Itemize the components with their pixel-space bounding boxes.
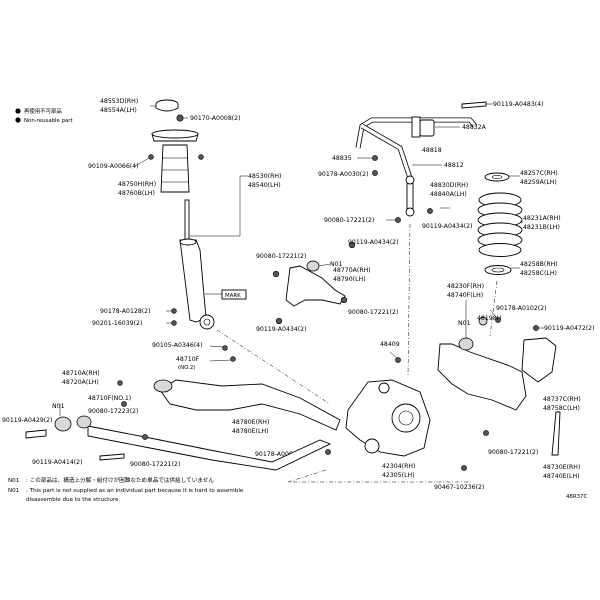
label-90119-right: 90119-A0472(2) [544, 325, 595, 332]
label-90467: 90467-10236(2) [434, 484, 484, 491]
shock-absorber-group [148, 99, 248, 330]
label-N01-a: N01 [330, 261, 343, 268]
label-48790: 48790(LH) [333, 276, 366, 283]
label-48530: 48530(RH) [248, 173, 281, 180]
label-90119-b: 90119-A0434(2) [348, 239, 399, 246]
stabilizer-bar-group [355, 101, 493, 223]
legend-en: Non-reusable part [24, 118, 73, 124]
label-48818: 48818 [422, 147, 442, 154]
label-mark: MARK [225, 293, 241, 299]
label-48760B: 48760B(LH) [118, 190, 155, 197]
note-jp-code: N01 [8, 478, 20, 484]
label-48540: 48540(LH) [248, 182, 281, 189]
label-48740F: 48740F(LH) [447, 292, 483, 299]
carrier-group [325, 351, 431, 457]
label-no2: (NO.2) [178, 365, 195, 371]
label-90178-right: 90178-A0102(2) [496, 305, 547, 312]
figure-code: 48R37C [566, 494, 587, 500]
label-42305: 42305(LH) [382, 472, 415, 479]
label-90080-c: 90080-17221(2) [348, 309, 398, 316]
label-48730E: 48730E(RH) [543, 464, 580, 471]
label-90178-left: 90178-A0128(2) [100, 308, 151, 315]
coil-spring-group [477, 172, 523, 275]
label-90080-mid1: 90080-17221(2) [324, 217, 374, 224]
label-48830D: 48830D(RH) [430, 182, 468, 189]
label-90119-mid: 90119-A0434(2) [422, 223, 473, 230]
label-48198H: 48198H [477, 315, 502, 322]
legend: 再使用不可部品 Non-reusable part [15, 107, 73, 124]
label-90119-top: 90119-A0483(4) [493, 101, 544, 108]
label-48258B: 48258B(RH) [520, 261, 558, 268]
label-48231A: 48231A(RH) [523, 215, 561, 222]
label-48710F-b: 48710F(NO.1) [88, 395, 131, 402]
label-90201: 90201-16039(2) [92, 320, 142, 327]
label-90178-mid: 90178-A0030(2) [318, 171, 369, 178]
label-48758C: 48758C(LH) [543, 405, 580, 412]
label-N01-b: N01 [458, 320, 471, 327]
label-48737C: 48737C(RH) [543, 396, 581, 403]
label-48259A: 48259A(LH) [520, 179, 557, 186]
label-48812: 48812 [444, 162, 464, 169]
label-48780E: 48780E(RH) [232, 419, 269, 426]
label-90080-b: 90080-17221(2) [256, 253, 306, 260]
note-jp-text: : この部品は、構造上分解・組付けが困難なため単品では供給していません [26, 476, 214, 484]
note-en-text: : This part is not supplied as an indivi… [26, 488, 244, 494]
label-90178-low: 90178-A0060(2) [255, 451, 306, 458]
label-90080-low: 90080-17221(2) [130, 461, 180, 468]
label-48740E: 48740E(LH) [543, 473, 580, 480]
label-42304: 42304(RH) [382, 463, 415, 470]
notes: N01 : この部品は、構造上分解・組付けが困難なため単品では供給していません … [8, 476, 587, 503]
label-90105: 90105-A0346(4) [152, 342, 203, 349]
label-90119-c: 90119-A0434(2) [256, 326, 307, 333]
note-en-code: N01 [8, 488, 20, 494]
label-48770A: 48770A(RH) [333, 267, 371, 274]
label-48553D: 48553D(RH) [100, 98, 138, 105]
label-48720A: 48720A(LH) [62, 379, 99, 386]
label-90119-left: 90119-A0429(2) [2, 417, 53, 424]
label-48832A: 48832A [462, 124, 487, 131]
label-90170: 90170-A0008(2) [190, 115, 241, 122]
label-48835: 48835 [332, 155, 352, 162]
label-N01-c: N01 [52, 403, 65, 410]
label-48710F-a: 48710F [176, 356, 200, 363]
label-90080-e: 90080-17221(2) [488, 449, 538, 456]
label-48258C: 48258C(LH) [520, 270, 557, 277]
label-48750H: 48750H(RH) [118, 181, 156, 188]
reference-lines [216, 223, 498, 483]
label-48780E-lh: 48780E(LH) [232, 428, 269, 435]
label-90119-low: 90119-A0414(2) [32, 459, 83, 466]
label-48230F: 48230F(RH) [447, 283, 484, 290]
label-48231B: 48231B(LH) [523, 224, 560, 231]
legend-jp: 再使用不可部品 [24, 107, 62, 115]
label-48409: 48409 [380, 341, 400, 348]
label-90109: 90109-A0066(4) [88, 163, 139, 170]
label-48840A: 48840A(LH) [430, 191, 467, 198]
note-en-text2: disassemble due to the structure. [26, 497, 121, 503]
lower-arm-right-group [437, 300, 561, 471]
upper-arm-group [272, 241, 356, 325]
label-48554A: 48554A(LH) [100, 107, 137, 114]
label-48710A: 48710A(RH) [62, 370, 100, 377]
label-48257C: 48257C(RH) [520, 170, 558, 177]
lower-arm-left-group [25, 345, 341, 471]
label-90080-d: 90080-17223(2) [88, 408, 138, 415]
